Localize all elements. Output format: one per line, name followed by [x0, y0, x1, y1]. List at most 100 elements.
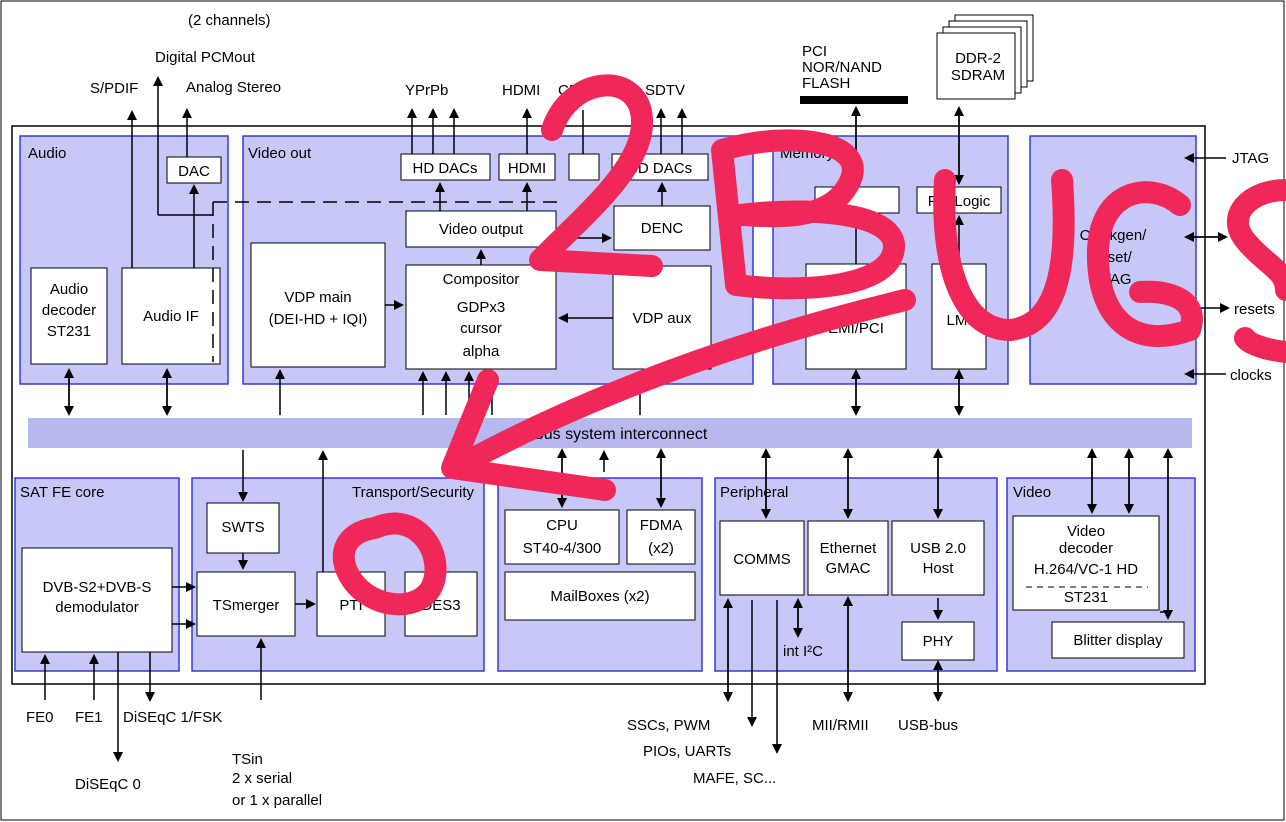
fe1-label: FE1 [75, 709, 103, 726]
phy-label: PHY [923, 633, 954, 650]
cpu-components: CPU ST40-4/300 FDMA (x2) MailBoxes (x2) [504, 509, 696, 621]
analog-stereo-label: Analog Stereo [186, 79, 281, 96]
swts-label: SWTS [221, 519, 264, 536]
annotation-letter-g [1086, 181, 1203, 348]
flash-bar [800, 96, 908, 104]
audio-decoder-box [30, 267, 108, 365]
compositor-line2: GDPx3 [457, 299, 505, 316]
bottom-connections [40, 448, 1173, 762]
annotation-circle [332, 512, 447, 616]
audio-title: Audio [28, 145, 66, 162]
usb-box [891, 520, 985, 596]
fdma-box [626, 509, 696, 565]
pti-label: PTI [339, 597, 362, 614]
fdma-line1: FDMA [640, 517, 683, 534]
diseqc1-label: DiSEqC 1/FSK [123, 709, 222, 726]
usbbus-label: USB-bus [898, 717, 958, 734]
dac-box [166, 156, 222, 184]
hd-dacs-label: HD DACs [412, 160, 477, 177]
audio-if-label: Audio IF [143, 308, 199, 325]
denc-label: DENC [641, 220, 684, 237]
video-out-title: Video out [248, 145, 312, 162]
jtag-label: JTAG [1232, 150, 1269, 167]
video-decoder-line4: ST231 [1064, 589, 1108, 606]
mailboxes-label: MailBoxes (x2) [550, 588, 649, 605]
video-output-box [405, 210, 557, 248]
sat-fe-title: SAT FE core [20, 484, 104, 501]
hdmi-box [498, 153, 556, 181]
video-components: Video decoder H.264/VC-1 HD ST231 Blitte… [1012, 515, 1185, 659]
audio-decoder-line2: decoder [42, 302, 96, 319]
sat-fe-components: DVB-S2+DVB-S demodulator [21, 547, 173, 653]
annotation-letter-b [711, 129, 905, 300]
sscs-label: SSCs, PWM [627, 717, 710, 734]
annotation-letter-s [1227, 179, 1286, 301]
mii-label: MII/RMII [812, 717, 869, 734]
compositor-line1: Compositor [443, 271, 520, 288]
video-output-label: Video output [439, 221, 524, 238]
audio-if-box [121, 267, 221, 365]
swts-box [206, 502, 280, 554]
video-decoder-line1: Video [1067, 523, 1105, 540]
serial-label: 2 x serial [232, 770, 292, 787]
annotation-s-lower [1234, 327, 1286, 363]
hdmi-out-label: HDMI [502, 82, 540, 99]
interconnect-bus: STBus system interconnect [28, 418, 1192, 448]
compositor-line4: alpha [463, 343, 500, 360]
peripheral-components: COMMS Ethernet GMAC USB 2.0 Host PHY int… [719, 520, 985, 661]
dvb-line1: DVB-S2+DVB-S [43, 579, 152, 596]
audio-components: DAC Audio decoder ST231 Audio IF [30, 156, 222, 365]
parallel-label: or 1 x parallel [232, 792, 322, 809]
ethernet-box [807, 520, 889, 596]
nor-nand-label: NOR/NAND [802, 59, 882, 76]
resets-label: resets [1234, 301, 1275, 318]
cpu-box [504, 509, 620, 565]
chip-boundary [11, 125, 1206, 685]
tsin-label: TSin [232, 751, 263, 768]
blitter-box [1051, 621, 1185, 659]
sdtv-label: SDTV [645, 82, 685, 99]
usb-line1: USB 2.0 [910, 540, 966, 557]
tsmerger-label: TSmerger [213, 597, 280, 614]
video-decoder-line2: decoder [1059, 540, 1113, 557]
annotation-digit-2 [529, 74, 663, 277]
comms-box [719, 520, 805, 596]
ethernet-line2: GMAC [826, 560, 871, 577]
dvb-line2: demodulator [55, 599, 138, 616]
blitter-label: Blitter display [1073, 632, 1163, 649]
hd-dacs-box [400, 153, 491, 181]
peripheral-title: Peripheral [720, 484, 788, 501]
denc-box [613, 205, 711, 251]
external-bottom-labels: FE0 FE1 DiSEqC 1/FSK DiSEqC 0 TSin 2 x s… [26, 709, 958, 809]
vdp-main-box [250, 242, 386, 368]
video-decoder-line3: H.264/VC-1 HD [1034, 561, 1138, 578]
int-i2c-label: int I²C [783, 643, 823, 660]
video-decoder-box [1012, 515, 1160, 611]
yprpb-label: YPrPb [405, 82, 448, 99]
vdp-main-line2: (DEI-HD + IQI) [269, 311, 368, 328]
annotation-letter-u [933, 169, 1075, 341]
usb-line2: Host [923, 560, 955, 577]
sdram-label: SDRAM [951, 67, 1005, 84]
dac-label: DAC [178, 163, 210, 180]
compositor-line3: cursor [460, 320, 502, 337]
channels-label: (2 channels) [188, 12, 271, 29]
flash-label: FLASH [802, 75, 850, 92]
cpu-line1: CPU [546, 517, 578, 534]
cpu-line2: ST40-4/300 [523, 540, 601, 557]
vdp-aux-label: VDP aux [633, 310, 692, 327]
spdif-label: S/PDIF [90, 80, 138, 97]
tsmerger-box [196, 571, 296, 637]
comms-label: COMMS [733, 551, 791, 568]
transport-title: Transport/Security [352, 484, 474, 501]
audio-connections [64, 76, 560, 416]
annotation-arrowhead [441, 369, 616, 501]
cec-box [568, 153, 600, 181]
ddr2-sdram: DDR-2 SDRAM [936, 14, 1034, 100]
mafe-label: MAFE, SC... [693, 770, 776, 787]
fe0-label: FE0 [26, 709, 54, 726]
interconnect-label: STBus system interconnect [513, 426, 708, 443]
compositor-box [405, 264, 557, 370]
